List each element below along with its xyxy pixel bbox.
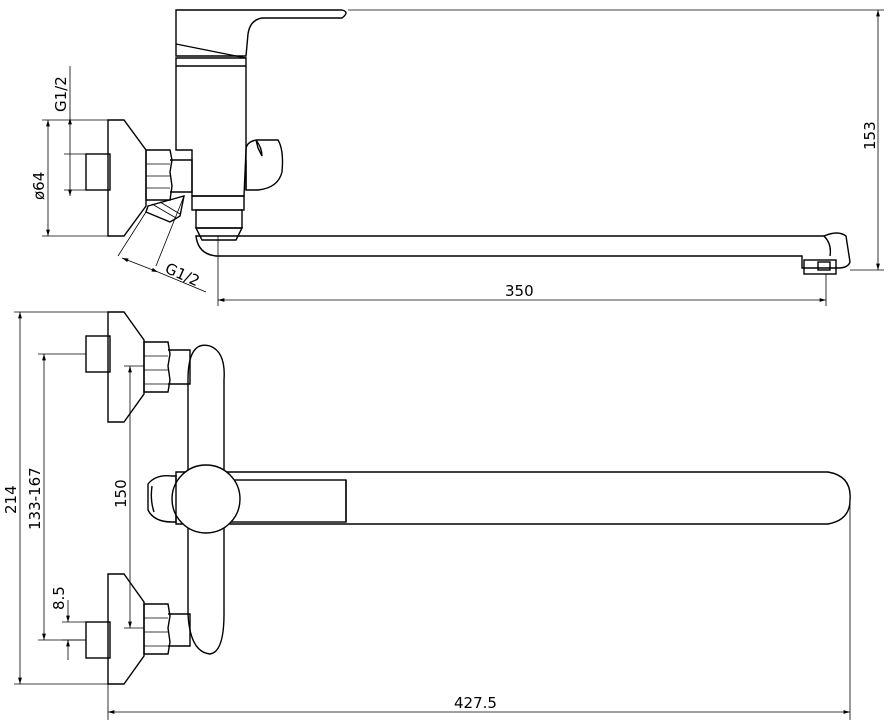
label-height-214: 214 [2, 485, 20, 514]
label-range-133-167: 133-167 [26, 467, 44, 530]
spout-collar [191, 195, 245, 211]
aerator [803, 259, 837, 275]
lever-tip-front [147, 474, 177, 523]
label-length-350: 350 [505, 282, 534, 300]
side-view [85, 9, 851, 275]
diverter-knob [245, 139, 284, 191]
label-offset-8-5: 8.5 [50, 586, 68, 610]
wall-flange-side [107, 119, 147, 237]
hex-nut-side [145, 149, 173, 201]
wall-flange-bottom [107, 573, 145, 685]
dimension-labels: G1/2 ø64 G1/2 153 350 214 133-167 150 8.… [2, 76, 879, 712]
wall-flange-top [107, 311, 145, 423]
label-g-inlet-angled: G1/2 [162, 259, 202, 290]
front-body-bar [187, 344, 225, 655]
label-height-153: 153 [861, 121, 879, 150]
front-view [85, 311, 851, 685]
spout-side [195, 232, 851, 269]
inlet-pipe-bottom [85, 621, 111, 659]
lever-handle [175, 9, 347, 57]
label-diameter: ø64 [30, 172, 48, 200]
mixer-body [175, 57, 247, 197]
inlet-pipe-top [85, 335, 111, 373]
hex-nut-bottom [143, 603, 171, 655]
label-length-427-5: 427.5 [454, 694, 497, 712]
inlet-pipe-side [85, 153, 111, 191]
dimension-lines [14, 9, 884, 720]
mixer-circle-front [171, 464, 241, 534]
label-center-150: 150 [112, 479, 130, 508]
label-g-inlet-top: G1/2 [52, 76, 70, 112]
hex-nut-top [143, 341, 171, 393]
